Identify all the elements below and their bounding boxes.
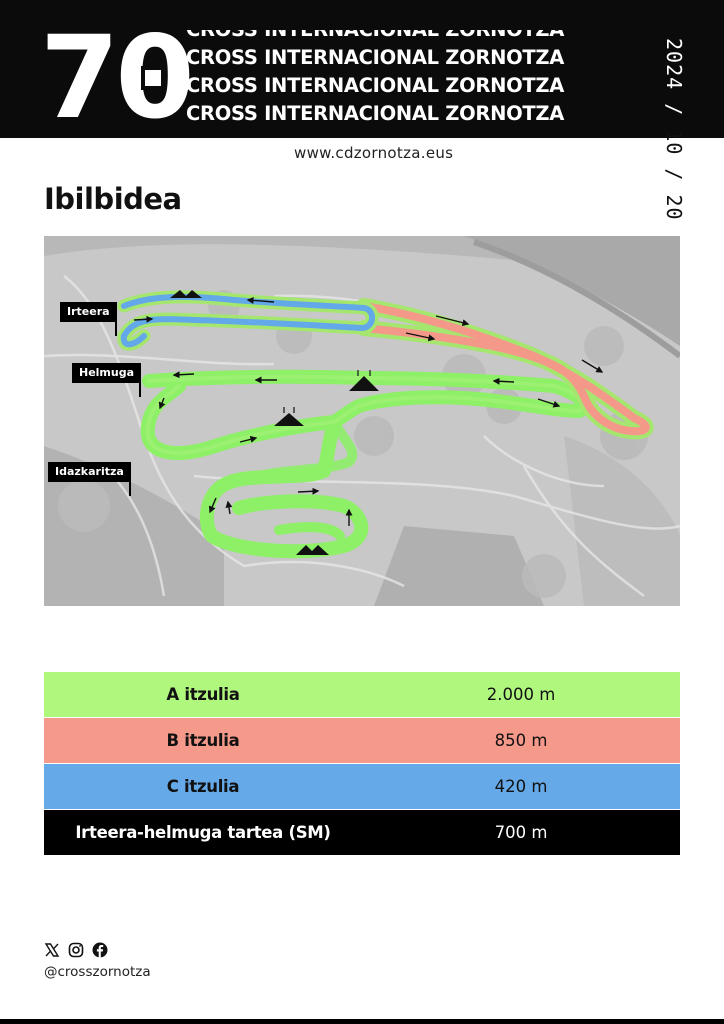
legend-row-b: B itzulia 850 m: [44, 718, 680, 763]
edition-number: 70: [40, 21, 195, 135]
loop-b-track: [356, 298, 654, 440]
distance-legend: A itzulia 2.000 m B itzulia 850 m C itzu…: [44, 672, 680, 856]
x-icon[interactable]: [44, 942, 60, 958]
legend-row-sm: Irteera-helmuga tartea (SM) 700 m: [44, 810, 680, 855]
loop-c-track: [117, 290, 379, 351]
course-map-svg: [44, 236, 680, 606]
event-title-line: CROSS INTERNACIONAL ZORNOTZA: [186, 102, 565, 125]
event-title-stack: CROSS INTERNACIONAL ZORNOTZA CROSS INTER…: [186, 30, 606, 132]
legend-value: 420 m: [494, 777, 548, 796]
event-date: 2024 / 10 / 20: [662, 38, 686, 221]
facebook-icon[interactable]: [92, 942, 108, 958]
hill-obstacle-icon: [349, 376, 379, 391]
instagram-icon[interactable]: [68, 942, 84, 958]
event-title-line: CROSS INTERNACIONAL ZORNOTZA: [186, 30, 606, 44]
course-map: Irteera Helmuga Idazkaritza: [44, 236, 680, 606]
legend-label: B itzulia: [166, 731, 240, 750]
legend-label: A itzulia: [166, 685, 240, 704]
header-banner: 70 CROSS INTERNACIONAL ZORNOTZA CROSS IN…: [0, 0, 724, 138]
loop-a-track: [140, 369, 592, 559]
legend-label: C itzulia: [166, 777, 240, 796]
footer-bar: [0, 1019, 724, 1024]
legend-value: 700 m: [494, 823, 548, 842]
start-label: Irteera: [60, 302, 117, 336]
legend-value: 2.000 m: [486, 685, 556, 704]
website-link[interactable]: www.cdzornotza.eus: [294, 144, 454, 162]
legend-value: 850 m: [494, 731, 548, 750]
finish-label: Helmuga: [72, 363, 142, 397]
obstacle-markers: [170, 290, 379, 555]
direction-arrows: [133, 296, 604, 526]
section-title: Ibilbidea: [44, 182, 182, 216]
event-title-line: CROSS INTERNACIONAL ZORNOTZA: [186, 46, 565, 69]
hill-obstacle-icon: [274, 413, 304, 426]
hill-obstacle-icon: [170, 290, 202, 298]
zero-dot-decoration: [144, 70, 161, 86]
legend-row-c: C itzulia 420 m: [44, 764, 680, 809]
legend-row-a: A itzulia 2.000 m: [44, 672, 680, 717]
secretariat-label: Idazkaritza: [48, 462, 131, 496]
social-handle[interactable]: @crosszornotza: [44, 964, 151, 980]
social-icons: [44, 942, 108, 958]
legend-label: Irteera-helmuga tartea (SM): [75, 823, 331, 842]
hill-obstacle-icon: [296, 545, 329, 555]
event-title-line: CROSS INTERNACIONAL ZORNOTZA: [186, 74, 565, 97]
